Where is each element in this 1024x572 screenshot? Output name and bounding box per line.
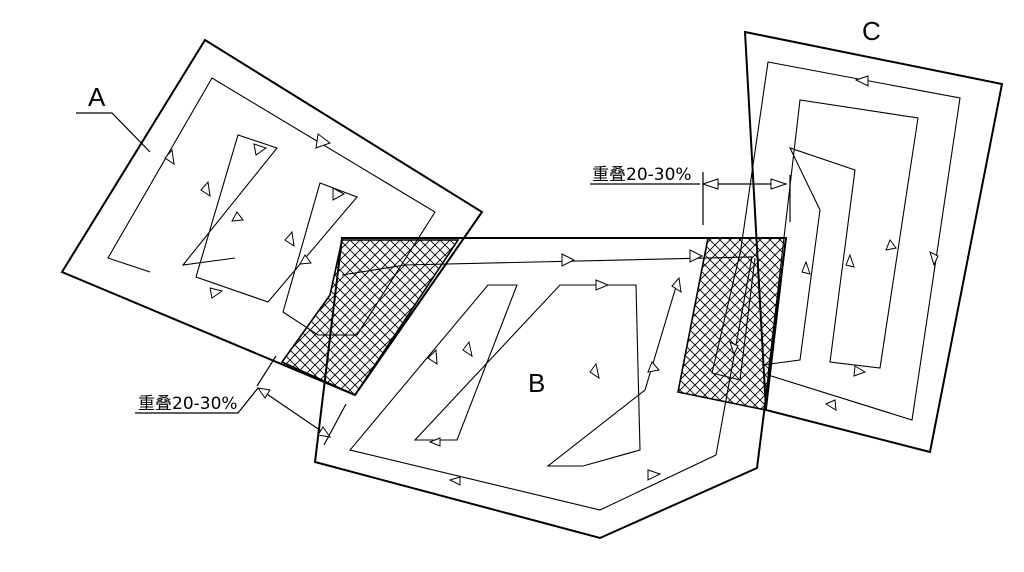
overlap-bc-annotation: 重叠20-30% <box>592 165 692 185</box>
region-a-outline <box>60 38 484 397</box>
arrow-b-1 <box>561 253 576 267</box>
region-c-label: C <box>862 16 881 46</box>
arrow-b-7 <box>589 362 600 380</box>
overlap-zone-bc <box>677 237 787 411</box>
region-a-path <box>107 77 436 336</box>
arrow-b-5 <box>428 437 441 447</box>
region-b-label: B <box>528 368 545 398</box>
overlap-zone-ab <box>280 239 460 397</box>
region-b-path <box>341 256 753 511</box>
direction-arrows <box>164 75 939 486</box>
region-c-outline <box>743 30 1004 454</box>
arrow-a-3 <box>253 143 268 156</box>
arrow-c-7 <box>801 260 811 275</box>
region-a-label: A <box>88 82 106 112</box>
arrow-a-9 <box>299 254 312 265</box>
overlap-ab-annotation: 重叠20-30% <box>138 394 238 414</box>
arrow-a-2 <box>164 148 175 166</box>
arrow-b-4 <box>427 348 438 365</box>
arrow-c-8 <box>729 341 739 356</box>
arrow-c-1 <box>854 75 869 87</box>
overlap-bc-trace <box>711 252 756 381</box>
arrow-c-6 <box>845 253 855 268</box>
arrow-a-5 <box>231 211 244 222</box>
arrow-b-6 <box>595 279 610 291</box>
region-c-path <box>739 61 961 421</box>
arrow-a-8 <box>332 187 346 201</box>
arrow-a-7 <box>284 230 295 248</box>
arrow-b-10 <box>448 476 461 486</box>
arrow-c-5 <box>824 399 837 411</box>
arrow-a-6 <box>209 287 224 299</box>
arrow-b-2 <box>689 249 704 263</box>
arrow-b-8 <box>647 361 660 373</box>
overlap-bc-dimension <box>590 172 788 225</box>
arrow-b-9 <box>647 469 662 481</box>
arrow-b-3 <box>462 340 473 358</box>
arrow-b-11 <box>671 276 682 294</box>
region-b-outline <box>313 237 788 540</box>
arrow-c-3 <box>885 238 897 251</box>
overlap-ab-dimension <box>135 355 347 446</box>
arrow-a-4 <box>200 180 211 198</box>
arrow-c-4 <box>853 365 867 377</box>
label-a-leader <box>76 112 151 153</box>
arrow-c-2 <box>929 251 939 267</box>
arrow-a-1 <box>315 133 332 149</box>
